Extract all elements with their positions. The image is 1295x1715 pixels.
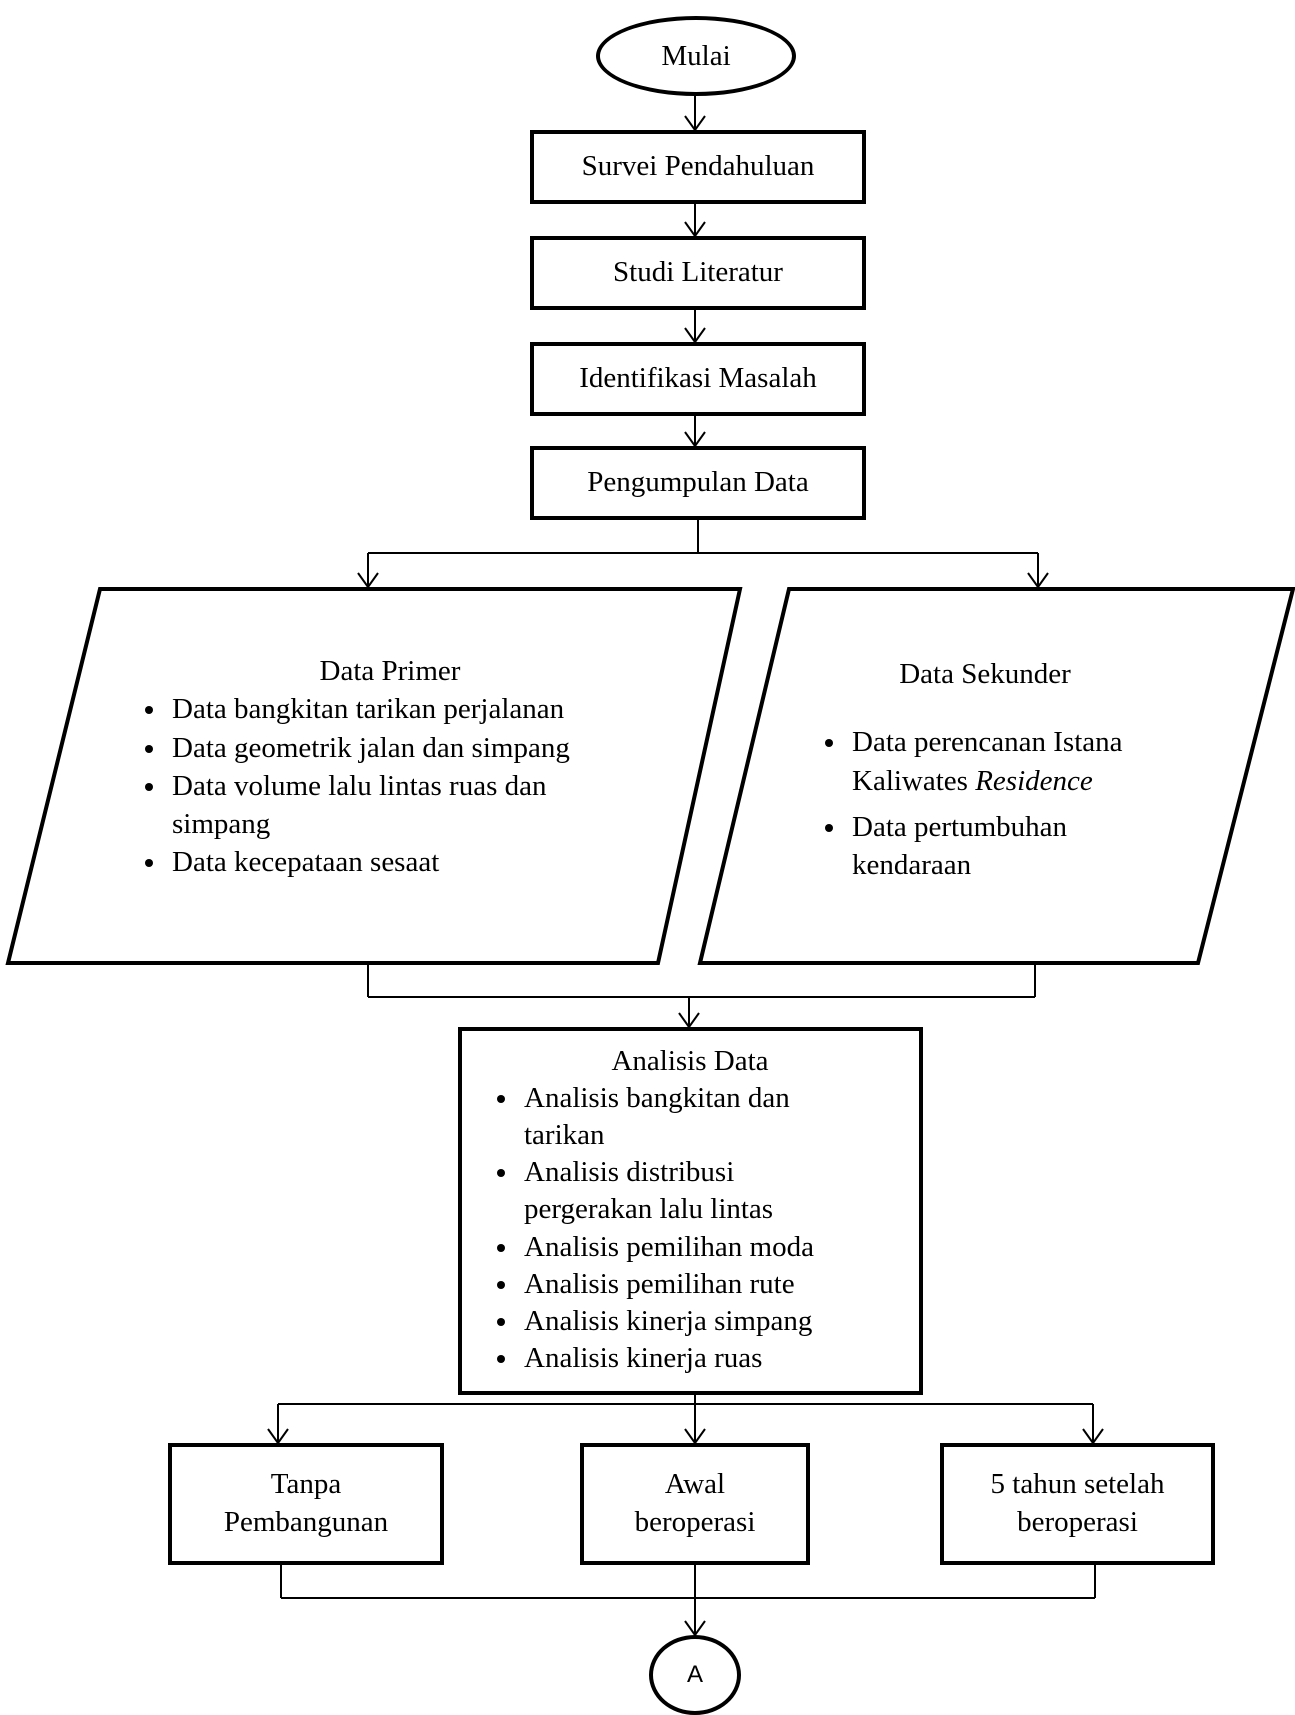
data-sekunder-list: Data perencanan Istana Kaliwates Residen… [810, 723, 1160, 884]
data-sekunder-content: Data Sekunder Data perencanan Istana Kal… [810, 655, 1160, 884]
step-label: Studi Literatur [613, 256, 783, 289]
list-item: Analisis distribusi pergerakan lalu lint… [520, 1154, 824, 1228]
data-sekunder-shape [697, 587, 1295, 965]
list-item-italic: Residence [975, 764, 1093, 797]
scenario-label: Awal beroperasi [634, 1468, 756, 1538]
data-sekunder-title: Data Sekunder [899, 658, 1071, 690]
list-item: Data volume lalu lintas ruas dan simpang [168, 767, 582, 844]
step-pengumpulan-data: Pengumpulan Data [530, 446, 866, 520]
list-item: Analisis bangkitan dan tarikan [520, 1080, 854, 1154]
step-label: Pengumpulan Data [587, 466, 809, 499]
data-primer-list: Data bangkitan tarikan perjalanan Data g… [130, 690, 650, 881]
start-label: Mulai [661, 39, 731, 72]
analisis-list: Analisis bangkitan dan tarikan Analisis … [470, 1080, 910, 1377]
analisis-content: Analisis Data Analisis bangkitan dan tar… [470, 1043, 910, 1377]
step-label: Identifikasi Masalah [579, 362, 817, 395]
list-item-text: Data perencanan Istana Kaliwates [852, 726, 1123, 797]
scenario-awal-beroperasi: Awal beroperasi [580, 1443, 810, 1565]
list-item: Analisis kinerja simpang [520, 1303, 910, 1340]
start-node: Mulai [596, 16, 796, 96]
connector-label: A [686, 1661, 703, 1688]
analisis-box [458, 1027, 923, 1395]
scenario-label: Tanpa Pembangunan [223, 1468, 389, 1538]
list-item: Data bangkitan tarikan perjalanan [168, 690, 650, 728]
analisis-title: Analisis Data [611, 1045, 769, 1077]
step-studi-literatur: Studi Literatur [530, 236, 866, 310]
list-item: Analisis kinerja ruas [520, 1340, 910, 1377]
step-identifikasi-masalah: Identifikasi Masalah [530, 342, 866, 416]
data-primer-shape [5, 587, 743, 965]
step-label: Survei Pendahuluan [581, 150, 815, 183]
list-item: Data geometrik jalan dan simpang [168, 729, 650, 767]
data-primer-content: Data Primer Data bangkitan tarikan perja… [130, 652, 650, 882]
connector-a: A [649, 1635, 741, 1715]
list-item: Analisis pemilihan rute [520, 1266, 910, 1303]
scenario-tanpa-pembangunan: Tanpa Pembangunan [168, 1443, 444, 1565]
list-item: Data kecepataan sesaat [168, 843, 650, 881]
list-item: Analisis pemilihan moda [520, 1229, 910, 1266]
list-item: Data perencanan Istana Kaliwates Residen… [848, 723, 1152, 800]
data-primer-title: Data Primer [319, 655, 461, 687]
scenario-label: 5 tahun setelah beroperasi [990, 1468, 1165, 1538]
list-item: Data pertumbuhan kendaraan [848, 808, 1102, 885]
step-survei-pendahuluan: Survei Pendahuluan [530, 130, 866, 204]
scenario-5-tahun: 5 tahun setelah beroperasi [940, 1443, 1215, 1565]
